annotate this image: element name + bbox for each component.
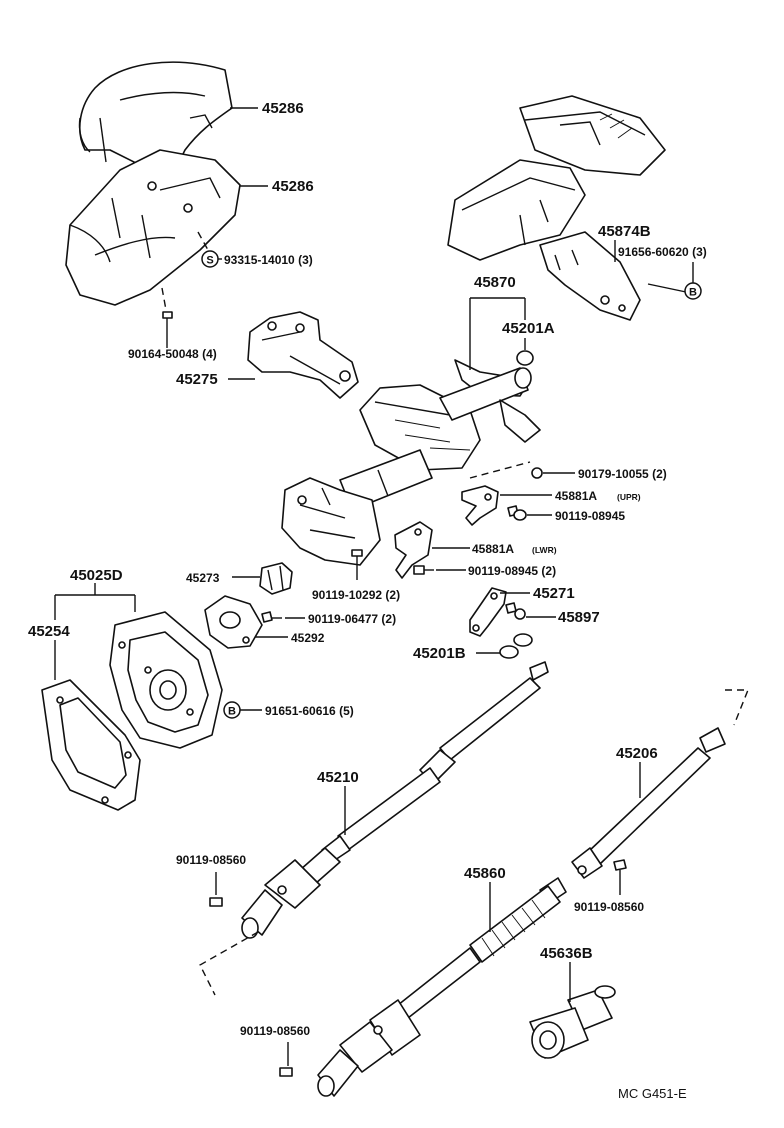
label-45273: 45273 <box>186 571 220 585</box>
s-marker-letter: S <box>206 255 213 267</box>
label-90179: 90179-10055 (2) <box>578 467 667 481</box>
column-tube-45870 <box>339 359 541 511</box>
label-90119-08560-a: 90119-08560 <box>176 853 246 867</box>
leader-dash-90179 <box>469 461 531 479</box>
label-90119-08560-c: 90119-08560 <box>240 1024 310 1038</box>
label-45201b: 45201B <box>413 645 466 662</box>
diagram-code: MC G451-E <box>618 1086 687 1101</box>
bolt-90119-08945-b <box>413 565 434 575</box>
b-marker-letter-upper: B <box>689 287 697 299</box>
bushing-45201b <box>499 633 533 659</box>
label-45881a-lwr: 45881A <box>472 542 514 556</box>
label-45275: 45275 <box>176 371 218 388</box>
label-90119-08945-b: 90119-08945 (2) <box>468 564 556 578</box>
label-45897: 45897 <box>558 609 600 626</box>
boot-cover-45025d <box>109 611 223 749</box>
label-45025d: 45025D <box>70 567 123 584</box>
label-45254: 45254 <box>28 623 70 640</box>
column-cover-lower <box>65 149 241 306</box>
label-93315: 93315-14010 (3) <box>224 253 313 267</box>
b-marker-letter-lower: B <box>228 706 236 718</box>
leader-91656 <box>647 283 687 293</box>
s-marker-icon: S <box>201 250 219 268</box>
leader-screw-90164 <box>161 287 167 311</box>
bracket-45881a-upr <box>461 485 499 526</box>
label-91656: 91656-60620 (3) <box>618 245 707 259</box>
label-45286-upper: 45286 <box>262 100 304 117</box>
bushing-45201a <box>516 350 534 366</box>
steering-shaft-45860 <box>317 877 567 1097</box>
intermediate-shaft-45206 <box>571 727 726 879</box>
b-marker-icon-upper: B <box>684 282 702 300</box>
label-91651: 91651-60616 (5) <box>265 704 354 718</box>
nut-90179 <box>531 467 543 479</box>
screw-90164 <box>162 311 173 348</box>
label-45210: 45210 <box>317 769 359 786</box>
b-marker-icon-lower: B <box>223 701 241 719</box>
label-90119-10292: 90119-10292 (2) <box>312 588 400 602</box>
bolt-90119-10292 <box>351 549 363 580</box>
label-45860: 45860 <box>464 865 506 882</box>
label-45870: 45870 <box>474 274 516 291</box>
label-lwr: (LWR) <box>532 545 557 555</box>
bolt-90119-08560-c <box>279 1042 293 1077</box>
shaft-upper-dash <box>725 689 750 726</box>
bolt-90119-08560-b <box>613 859 627 895</box>
label-45881a-upr: 45881A <box>555 489 597 503</box>
tilt-bracket-45275 <box>247 311 359 399</box>
label-45874b: 45874B <box>598 223 651 240</box>
label-90119-06477: 90119-06477 (2) <box>308 612 396 626</box>
label-upr: (UPR) <box>617 492 641 502</box>
gasket-45254 <box>41 679 141 811</box>
label-90119-08945-a: 90119-08945 <box>555 509 625 523</box>
lever-45271 <box>469 587 507 637</box>
label-45206: 45206 <box>616 745 658 762</box>
bolt-45897 <box>505 602 526 620</box>
label-45271: 45271 <box>533 585 575 602</box>
leader-screw-93315 <box>197 231 209 251</box>
plate-45292 <box>204 595 263 649</box>
steering-column-assembly-outline <box>447 95 666 261</box>
grommet-45273 <box>259 562 293 595</box>
bolt-90119-08945-a <box>507 505 527 521</box>
bolt-90119-06477 <box>261 611 282 623</box>
label-45286-lower: 45286 <box>272 178 314 195</box>
column-cover-upper <box>78 61 233 181</box>
joint-45636b <box>529 985 616 1059</box>
main-shaft-45210 <box>241 661 549 939</box>
bracket-45881a-lwr <box>394 521 433 579</box>
label-45636b: 45636B <box>540 945 593 962</box>
label-45201a: 45201A <box>502 320 555 337</box>
bolt-90119-08560-a <box>209 872 223 907</box>
label-45292: 45292 <box>291 631 325 645</box>
label-90164: 90164-50048 (4) <box>128 347 217 361</box>
bracket-45874b <box>539 231 641 321</box>
shaft-lower-dash <box>199 931 259 996</box>
lower-support-bracket <box>281 477 381 566</box>
label-90119-08560-b: 90119-08560 <box>574 900 644 914</box>
